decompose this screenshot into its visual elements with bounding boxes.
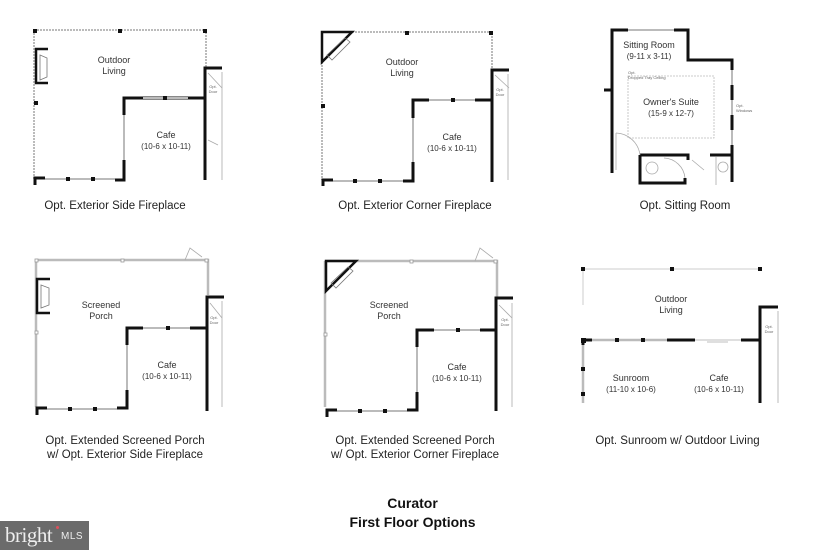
posts <box>33 29 207 105</box>
room-label-owners-suite: Owner's Suite(15-9 x 12-7) <box>643 97 699 118</box>
room-label-cafe: Cafe(10-6 x 10-11) <box>142 360 192 381</box>
watermark-accent-dot <box>56 526 59 529</box>
porch-outline <box>33 29 207 180</box>
bright-mls-watermark: bright MLS <box>0 521 89 550</box>
fireplace <box>34 47 48 85</box>
room-label-cafe: Cafe(10-6 x 10-11) <box>141 130 191 151</box>
page-title: Curator <box>387 495 438 511</box>
floorplan-drawing <box>581 267 779 403</box>
floorplan-drawing <box>320 30 510 186</box>
caption: Opt. Exterior Corner Fireplace <box>338 200 492 212</box>
opt-door-note: Opt.Door <box>500 317 510 327</box>
opt-door-note: Opt.Door <box>495 87 505 97</box>
opt-door-note: Opt.Door <box>209 315 219 325</box>
room-label-cafe: Cafe(10-6 x 10-11) <box>427 132 477 153</box>
floorplan-drawing <box>323 247 513 417</box>
corner-fireplace <box>320 30 356 66</box>
floorplan-drawing <box>34 247 224 415</box>
opt-tray-ceiling-note: Opt.Dropped Tray Ceiling <box>628 70 666 80</box>
watermark-brand: bright <box>5 523 53 547</box>
caption: Opt. Exterior Side Fireplace <box>44 200 186 212</box>
room-label-cafe: Cafe(10-6 x 10-11) <box>432 362 482 383</box>
opt-door-note: Opt.Door <box>764 324 774 334</box>
floorplan-drawing <box>604 28 734 185</box>
floorplan-drawing <box>33 29 223 185</box>
caption: Opt. Sunroom w/ Outdoor Living <box>595 435 760 447</box>
caption: Opt. Sitting Room <box>639 200 731 212</box>
opt-door-note: Opt.Door <box>208 84 218 94</box>
watermark-suffix: MLS <box>61 531 84 542</box>
page-subtitle: First Floor Options <box>349 514 476 530</box>
walls <box>33 66 222 185</box>
room-label-sitting-room: Sitting Room(9-11 x 3-11) <box>623 40 675 61</box>
opt-windows-note: Opt.Windows <box>736 103 753 113</box>
room-label-sunroom: Sunroom(11-10 x 10-6) <box>606 373 656 394</box>
room-label-cafe: Cafe(10-6 x 10-11) <box>694 373 744 394</box>
floorplan-sitting-room: Sitting Room(9-11 x 3-11) Owner's Suite(… <box>550 0 825 220</box>
